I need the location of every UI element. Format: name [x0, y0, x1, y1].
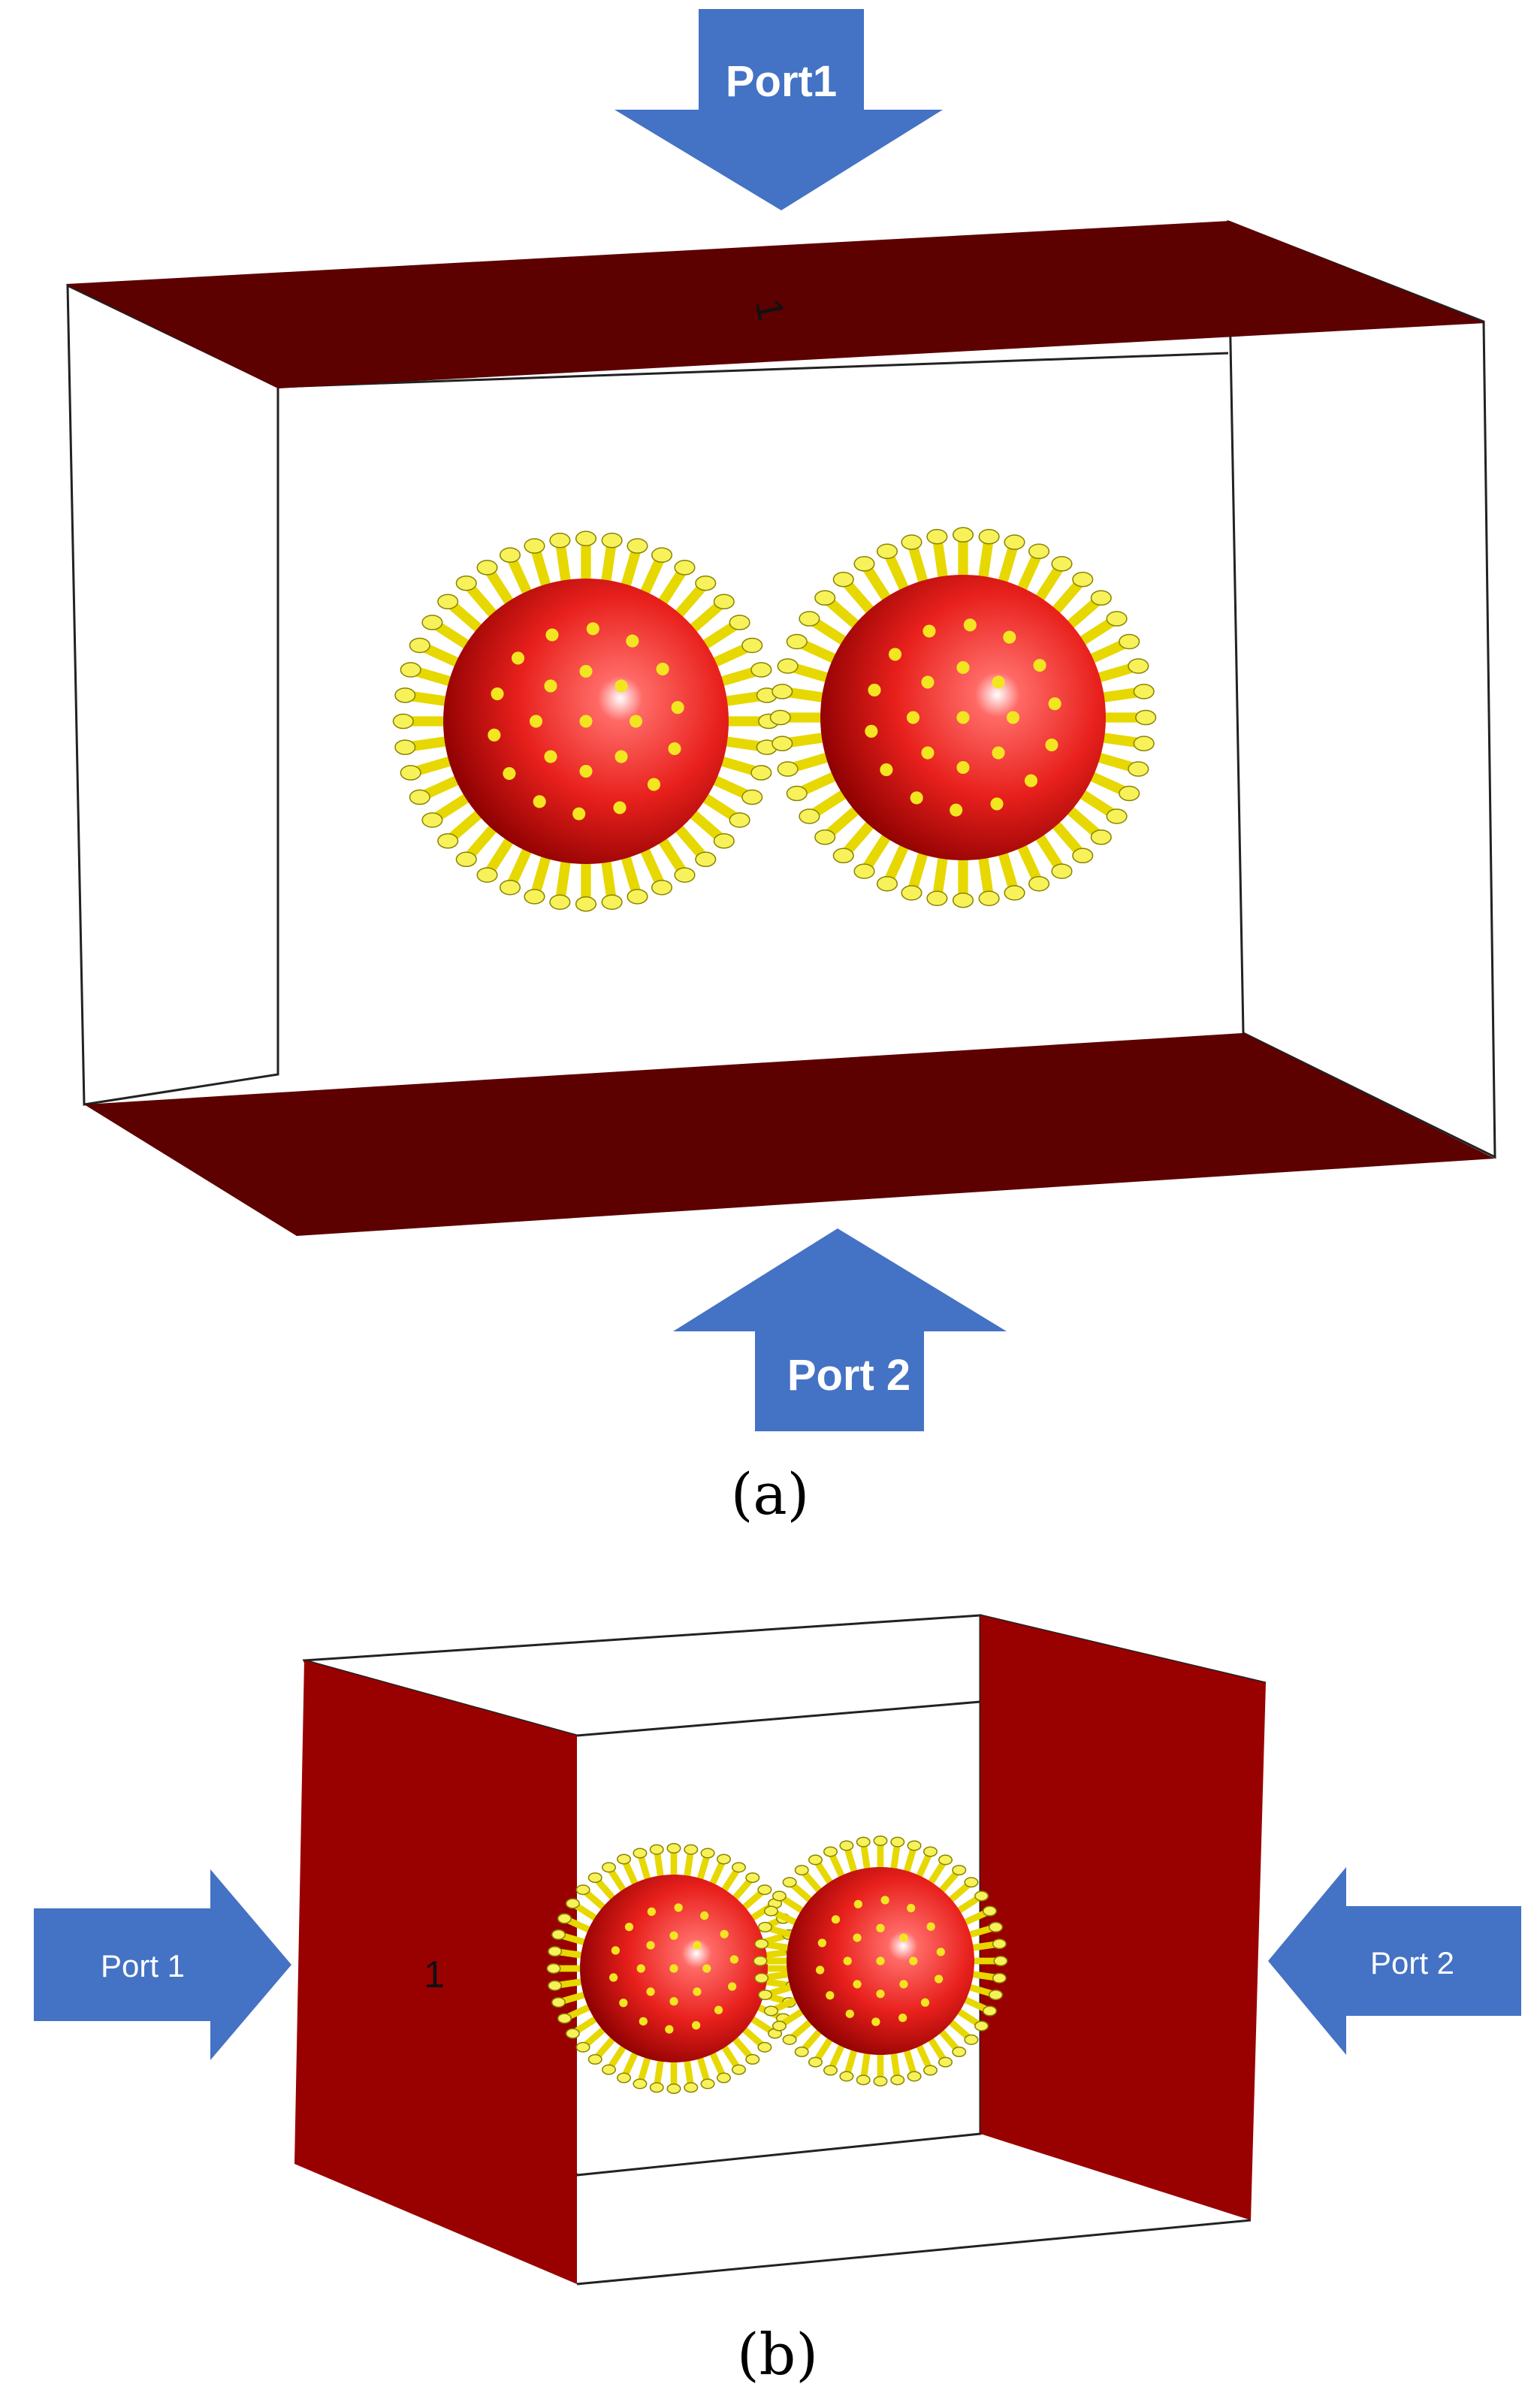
port-number-marker-b: 1 [424, 1953, 445, 1996]
port-plate-bottom-a [84, 1033, 1495, 1236]
port-plate-right-b [980, 1615, 1266, 2220]
caption-b: (b) [737, 2321, 818, 2388]
virus-group-a [392, 527, 1157, 912]
virus-group-b [546, 1836, 1008, 2094]
arrow-down-icon: Port1 [614, 9, 943, 210]
virus-particle-icon [753, 1836, 1008, 2086]
virus-particle-icon [392, 530, 780, 912]
port1-label-b: Port 1 [101, 1948, 185, 1984]
port2-label: Port 2 [787, 1351, 910, 1400]
port2-label-b: Port 2 [1370, 1945, 1454, 1981]
port1-label: Port1 [726, 57, 837, 106]
arrow-left-icon: Port 2 [1268, 1867, 1521, 2055]
port-plate-left-b [294, 1660, 577, 2284]
panel-b: 1 Port 1 Port 2 (b) [34, 1614, 1521, 2388]
panel-a: Port1 1 Port 2 (a) [66, 9, 1496, 1527]
arrow-up-icon: Port 2 [673, 1228, 1007, 1431]
virus-particle-icon [769, 527, 1157, 908]
port-plate-top-a [66, 221, 1485, 388]
arrow-right-icon: Port 1 [34, 1869, 291, 2060]
caption-a: (a) [731, 1461, 810, 1527]
virus-particle-icon [546, 1843, 802, 2094]
